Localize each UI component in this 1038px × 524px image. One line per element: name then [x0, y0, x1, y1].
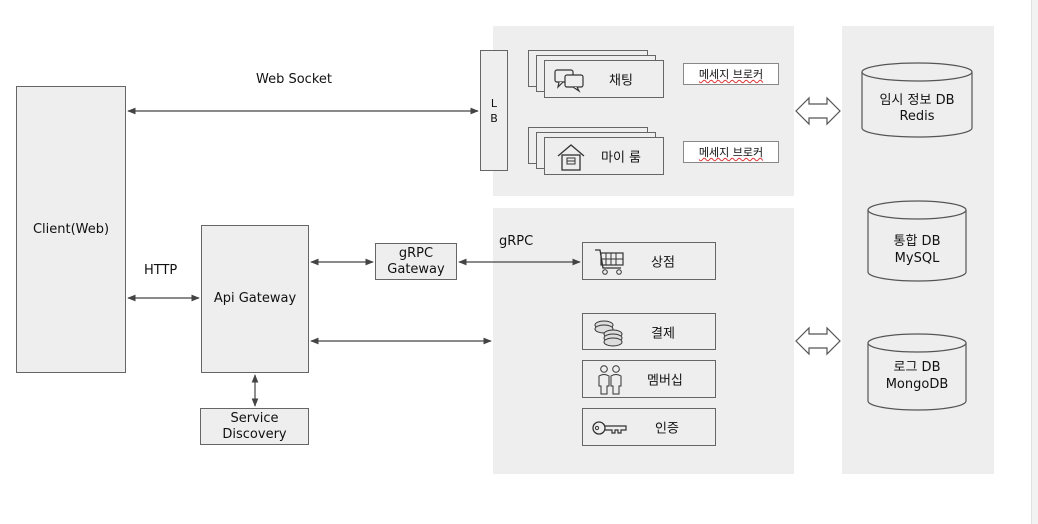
chat-message-broker-label: 메세지 브로커 [698, 68, 764, 81]
chat-message-broker[interactable]: 메세지 브로커 [683, 63, 779, 85]
auth-service-box[interactable]: 인증 [582, 408, 716, 446]
realtime-db-double-arrow [795, 96, 841, 126]
vertical-scrollbar[interactable] [1031, 0, 1038, 524]
mysql-db-cylinder[interactable]: 통합 DB MySQL [867, 200, 967, 282]
client-box[interactable]: Client(Web) [16, 86, 126, 373]
people-icon [595, 364, 625, 400]
grpc-gateway-label-line2: Gateway [387, 261, 445, 277]
payment-service-label: 결제 [651, 326, 675, 341]
grpc-gateway-label-line1: gRPC [398, 245, 434, 261]
service-discovery-label-line2: Discovery [222, 426, 287, 442]
lb-label-line2: B [490, 111, 498, 125]
mongodb-db-label-line1: 로그 DB [893, 360, 941, 375]
membership-service-label: 멤버십 [647, 373, 683, 389]
myroom-message-broker[interactable]: 메세지 브로커 [683, 141, 779, 163]
lb-label-line1: L [490, 96, 498, 110]
api-db-double-arrow [795, 326, 841, 356]
load-balancer-box[interactable]: L B [480, 50, 508, 171]
shop-service-label: 상점 [651, 255, 675, 271]
redis-db-cylinder[interactable]: 임시 정보 DB Redis [861, 62, 973, 138]
mysql-db-label-line2: MySQL [894, 251, 940, 266]
redis-db-label-line1: 임시 정보 DB [879, 93, 955, 108]
myroom-service-label: 마이 룸 [601, 150, 642, 166]
mongodb-db-cylinder[interactable]: 로그 DB MongoDB [867, 333, 967, 411]
membership-service-box[interactable]: 멤버십 [582, 360, 716, 398]
cart-icon [593, 247, 627, 281]
chat-service-box[interactable]: 채팅 [544, 60, 664, 98]
websocket-label: Web Socket [256, 72, 332, 87]
client-label: Client(Web) [32, 221, 110, 237]
home-icon [555, 142, 587, 176]
grpc-gateway-box[interactable]: gRPC Gateway [375, 243, 457, 280]
redis-db-label-line2: Redis [899, 109, 935, 124]
auth-service-label: 인증 [655, 421, 679, 437]
api-gateway-label: Api Gateway [213, 291, 297, 306]
grpc-label: gRPC [499, 234, 534, 249]
chat-icon [553, 67, 589, 97]
chat-service-label: 채팅 [609, 73, 633, 89]
shop-service-box[interactable]: 상점 [582, 242, 716, 280]
key-icon [591, 419, 629, 441]
myroom-message-broker-label: 메세지 브로커 [698, 146, 764, 159]
api-gateway-box[interactable]: Api Gateway [201, 225, 309, 373]
payment-service-box[interactable]: 결제 [582, 313, 716, 350]
http-label: HTTP [144, 263, 178, 278]
mysql-db-label-line1: 통합 DB [893, 234, 941, 249]
mongodb-db-label-line2: MongoDB [885, 377, 949, 392]
myroom-service-box[interactable]: 마이 룸 [544, 137, 664, 175]
service-discovery-box[interactable]: Service Discovery [200, 408, 309, 445]
service-discovery-label-line1: Service [230, 410, 279, 426]
coins-icon [591, 317, 627, 351]
